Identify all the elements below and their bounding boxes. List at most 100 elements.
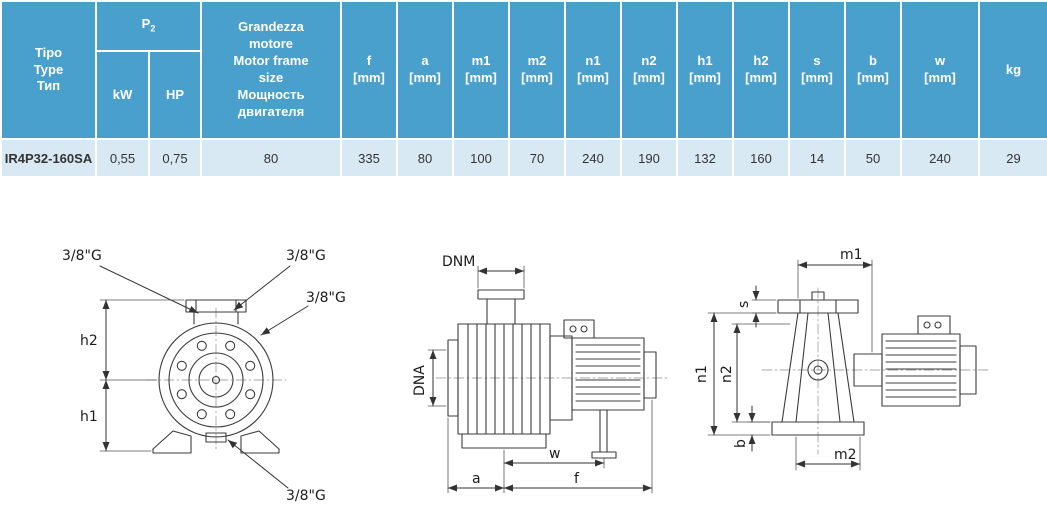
m2-dimension [795,436,861,471]
col-header-f: f[mm] [340,0,398,140]
cell-n2: 190 [620,138,678,178]
dim-col-unit: [mm] [689,70,721,85]
dim-label-n1: n1 [694,365,710,383]
dim-label-w: w [549,446,560,462]
col-header-n2: n2[mm] [620,0,678,140]
dim-col-label: w [934,53,946,69]
w-dimension [503,449,605,469]
s-dimension [751,285,777,328]
dim-col-unit: [mm] [353,70,385,85]
dim-label-dnm: DNM [442,254,475,270]
dim-col-label: m2 [527,53,547,69]
plug-leader-lines [99,265,309,489]
dna-dimension [427,349,447,407]
dim-col-label: b [869,53,877,69]
col-header-h1: h1[mm] [676,0,734,140]
dim-label-h1: h1 [80,409,98,425]
col-header-kg: kg [978,0,1047,140]
rear-view-drawing: m1 s n1 n2 b [694,247,989,471]
dim-label-a: a [472,471,481,487]
m1-dimension [797,259,873,353]
a-f-dimensions [447,399,653,494]
shaft-hub [807,359,829,381]
discharge-flange-front [185,299,247,313]
dim-label-s: s [736,301,752,308]
casing-ribs [467,323,541,435]
technical-drawings: 3/8"G 3/8"G 3/8"G 3/8"G h2 h1 [62,247,989,504]
motor-end-rear [959,345,977,395]
motor-fins-side [575,344,641,402]
cell-s: 14 [788,138,846,178]
col-header-motor-frame-label: Grandezza motore Motor frame size Мощнос… [233,19,309,119]
cell-h1: 132 [676,138,734,178]
motor-fins-rear [885,340,957,398]
dim-col-unit: [mm] [633,70,665,85]
h-dimension-lines [99,299,185,452]
cell-f: 335 [340,138,398,178]
bracket-legs [781,312,855,423]
drain-plug [205,432,227,443]
dnm-dimension [477,265,525,289]
dim-col-unit: [mm] [577,70,609,85]
col-header-a: a[mm] [396,0,454,140]
col-header-n1: n1[mm] [564,0,622,140]
dim-label-m2: m2 [834,447,857,463]
col-header-motor-frame: Grandezza motore Motor frame size Мощнос… [200,0,342,140]
dim-col-unit: [mm] [801,70,833,85]
suction-flange [447,339,459,417]
p2-label: P [141,16,151,32]
col-header-m2: m2[mm] [508,0,566,140]
col-header-type-label: Tipo Type Тип [33,44,64,94]
dim-col-unit: [mm] [465,70,497,85]
dim-label-b: b [733,439,749,448]
b-dimension [747,405,771,452]
cell-b: 50 [844,138,902,178]
dim-label-h2: h2 [80,333,98,349]
rear-foot [771,421,865,436]
table-row: IR4P32-160SA 0,55 0,75 80 335 80 100 70 … [0,138,1047,178]
col-header-m1: m1[mm] [452,0,510,140]
left-foot [152,430,192,454]
discharge-flange-side [477,289,525,300]
dim-col-unit: [mm] [409,70,441,85]
col-header-p2: P2 [95,0,202,52]
col-header-b: b[mm] [844,0,902,140]
dim-col-unit: [mm] [745,70,777,85]
terminal-box-side [563,319,595,339]
dim-label-dna: DNA [412,365,428,396]
cell-pump-type: IR4P32-160SA [0,138,97,178]
spec-table: Tipo Type Тип P2 Grandezza motore Motor … [0,0,1047,178]
dim-col-label: f [366,53,372,69]
dim-col-label: s [813,53,821,69]
dim-col-label: a [421,53,429,69]
plug-label-top-right: 3/8"G [286,248,326,264]
motor-body-side [571,337,645,411]
dim-label-f: f [574,471,580,487]
side-view-drawing: DNM DNA w a f [412,254,671,494]
dim-col-unit: [mm] [521,70,553,85]
flange-bolts [176,340,256,420]
dim-col-label: h2 [753,53,769,69]
motor-end-side [643,351,657,399]
col-header-h2: h2[mm] [732,0,790,140]
cell-w: 240 [900,138,980,178]
dim-label-m1: m1 [840,247,863,263]
dim-col-label: m1 [471,53,491,69]
kg-col-label: kg [1005,61,1022,77]
col-header-hp: HP [148,50,202,140]
plug-label-right: 3/8"G [306,290,346,306]
cell-hp: 0,75 [148,138,202,178]
right-foot [240,430,280,454]
dim-col-unit: [mm] [924,70,956,85]
front-view-drawing: 3/8"G 3/8"G 3/8"G 3/8"G h2 h1 [62,248,346,504]
terminal-box-rear [917,315,951,335]
cell-kw: 0,55 [95,138,150,178]
plug-label-top-left: 3/8"G [62,248,102,264]
n1-n2-dimensions [707,312,791,436]
cell-kg: 29 [978,138,1047,178]
dim-label-n2: n2 [719,365,735,383]
pump-foot-side [461,433,547,449]
cell-h2: 160 [732,138,790,178]
col-header-type: Tipo Type Тип [0,0,97,140]
